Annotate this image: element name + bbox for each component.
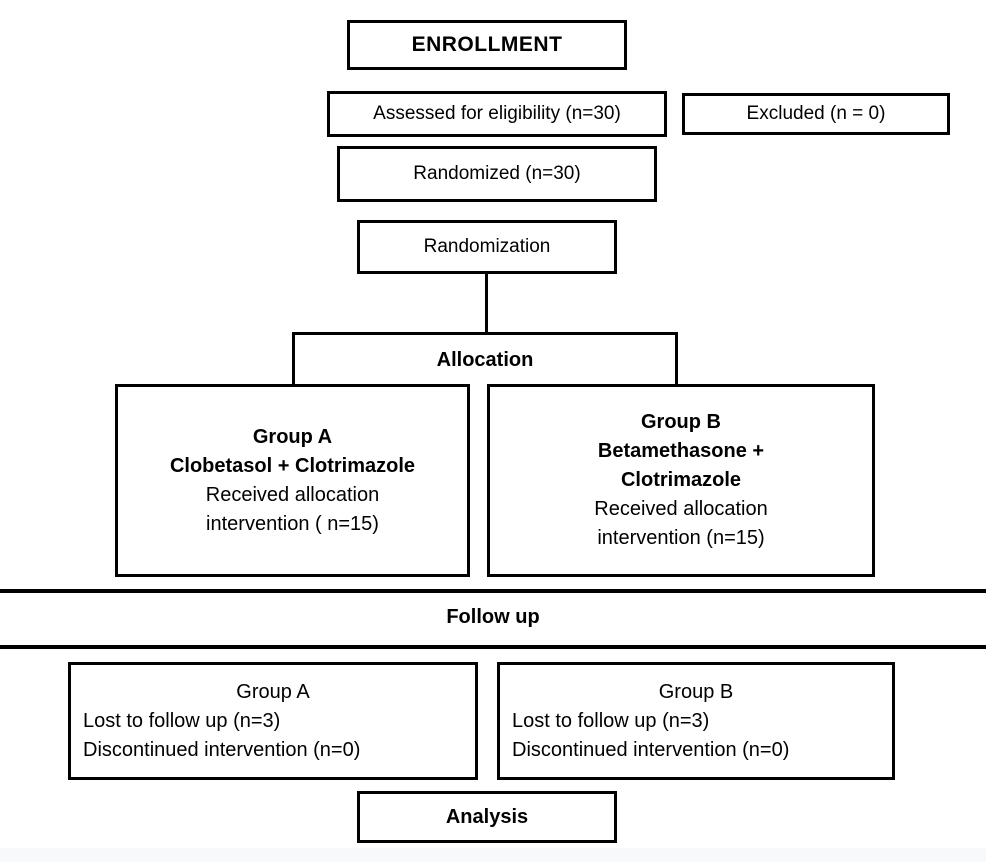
footer-strip <box>0 848 986 862</box>
connector-randomization-to-allocation <box>485 274 488 332</box>
randomized-label: Randomized (n=30) <box>413 163 581 185</box>
analysis-label: Analysis <box>445 805 529 828</box>
group-b-lost-line: Lost to follow up (n=3) <box>512 709 710 732</box>
allocation-label: Allocation <box>436 348 534 371</box>
group-a-allocation-box: Group A Clobetasol + Clotrimazole Receiv… <box>115 384 470 577</box>
group-a-followup-box: Group A Lost to follow up (n=3) Disconti… <box>68 662 478 780</box>
group-a-discontinued-line: Discontinued intervention (n=0) <box>83 738 361 761</box>
group-a-title: Group A <box>252 425 333 448</box>
randomization-label: Randomization <box>423 236 551 258</box>
group-b-title: Group B <box>641 411 721 433</box>
group-a-received-line: Received allocation <box>205 483 380 506</box>
group-b-followup-box: Group B Lost to follow up (n=3) Disconti… <box>497 662 895 780</box>
assessed-eligibility-box: Assessed for eligibility (n=30) <box>327 91 667 137</box>
allocation-box: Allocation <box>292 332 678 385</box>
group-a-followup-title: Group A <box>236 680 310 703</box>
group-a-intervention-line: intervention ( n=15) <box>206 512 379 535</box>
enrollment-box: ENROLLMENT <box>347 20 627 70</box>
group-b-allocation-box: Group B Betamethasone + Clotrimazole Rec… <box>487 384 875 577</box>
group-a-drug: Clobetasol + Clotrimazole <box>169 454 416 477</box>
followup-band-label: Follow up <box>446 606 540 628</box>
group-b-drug-line1: Betamethasone + <box>597 440 765 462</box>
excluded-box: Excluded (n = 0) <box>682 93 950 135</box>
enrollment-label: ENROLLMENT <box>411 32 563 56</box>
followup-band-bottom-line <box>0 645 986 649</box>
group-b-received-line: Received allocation <box>594 498 768 520</box>
followup-band-top-line <box>0 589 986 593</box>
group-a-lost-line: Lost to follow up (n=3) <box>83 709 281 732</box>
group-b-drug-line2: Clotrimazole <box>620 469 742 491</box>
analysis-box: Analysis <box>357 791 617 843</box>
group-b-discontinued-line: Discontinued intervention (n=0) <box>512 738 790 761</box>
group-b-intervention-line: intervention (n=15) <box>597 527 765 549</box>
randomization-box: Randomization <box>357 220 617 274</box>
excluded-label: Excluded (n = 0) <box>746 103 886 125</box>
randomized-box: Randomized (n=30) <box>337 146 657 202</box>
group-b-followup-title: Group B <box>658 680 734 703</box>
assessed-eligibility-label: Assessed for eligibility (n=30) <box>373 103 621 125</box>
